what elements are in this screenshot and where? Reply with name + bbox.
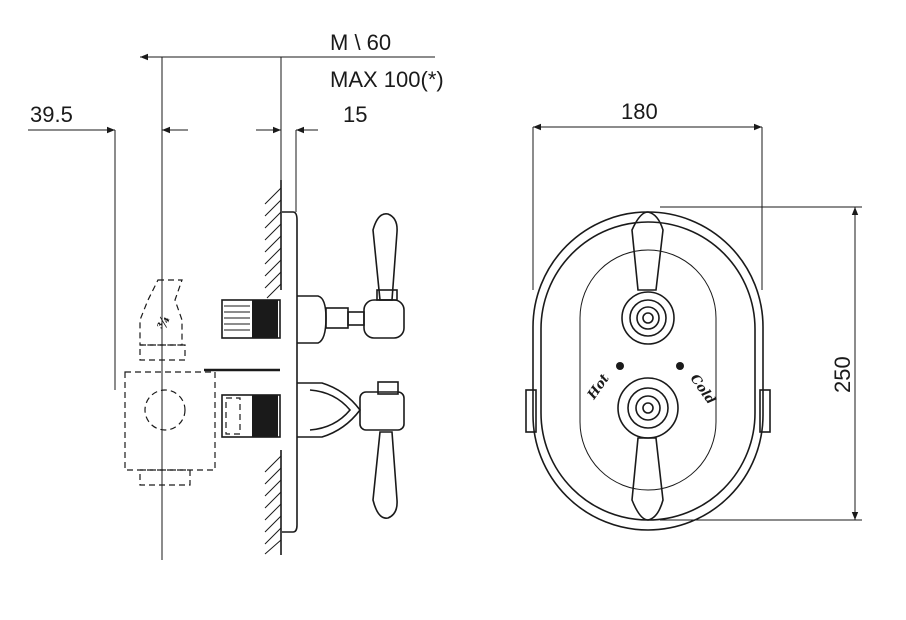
valve-body-hidden: ¾ [124, 205, 216, 560]
upper-valve-side [221, 213, 405, 344]
hot-label: Hot [584, 372, 612, 404]
height-label: 250 [830, 356, 855, 393]
upper-lever-handle [372, 213, 398, 301]
dimension-plate: 15 [256, 102, 367, 212]
cold-indicator-dot [676, 362, 684, 370]
dimension-offset: 39.5 [28, 102, 188, 390]
cold-label: Cold [687, 372, 718, 408]
wall [264, 180, 282, 555]
plate-label: 15 [343, 102, 367, 127]
offset-label: 39.5 [30, 102, 73, 127]
dimension-width: 180 [532, 99, 763, 290]
hot-indicator-dot [616, 362, 624, 370]
min-depth-label: M \ 60 [330, 30, 391, 55]
lower-lever-handle [372, 431, 398, 519]
max-depth-label: MAX 100(*) [330, 67, 444, 92]
dimension-height: 250 [660, 206, 862, 521]
side-view: ¾ [124, 180, 405, 560]
front-view: Hot Cold [525, 211, 771, 531]
dimension-max-depth: M \ 60 MAX 100(*) [140, 30, 444, 205]
width-label: 180 [621, 99, 658, 124]
lower-valve-side [221, 381, 405, 519]
port-label: ¾ [155, 314, 174, 332]
upper-control-front [621, 211, 675, 345]
lower-control-front [617, 377, 679, 521]
cover-plate-side [282, 211, 298, 533]
